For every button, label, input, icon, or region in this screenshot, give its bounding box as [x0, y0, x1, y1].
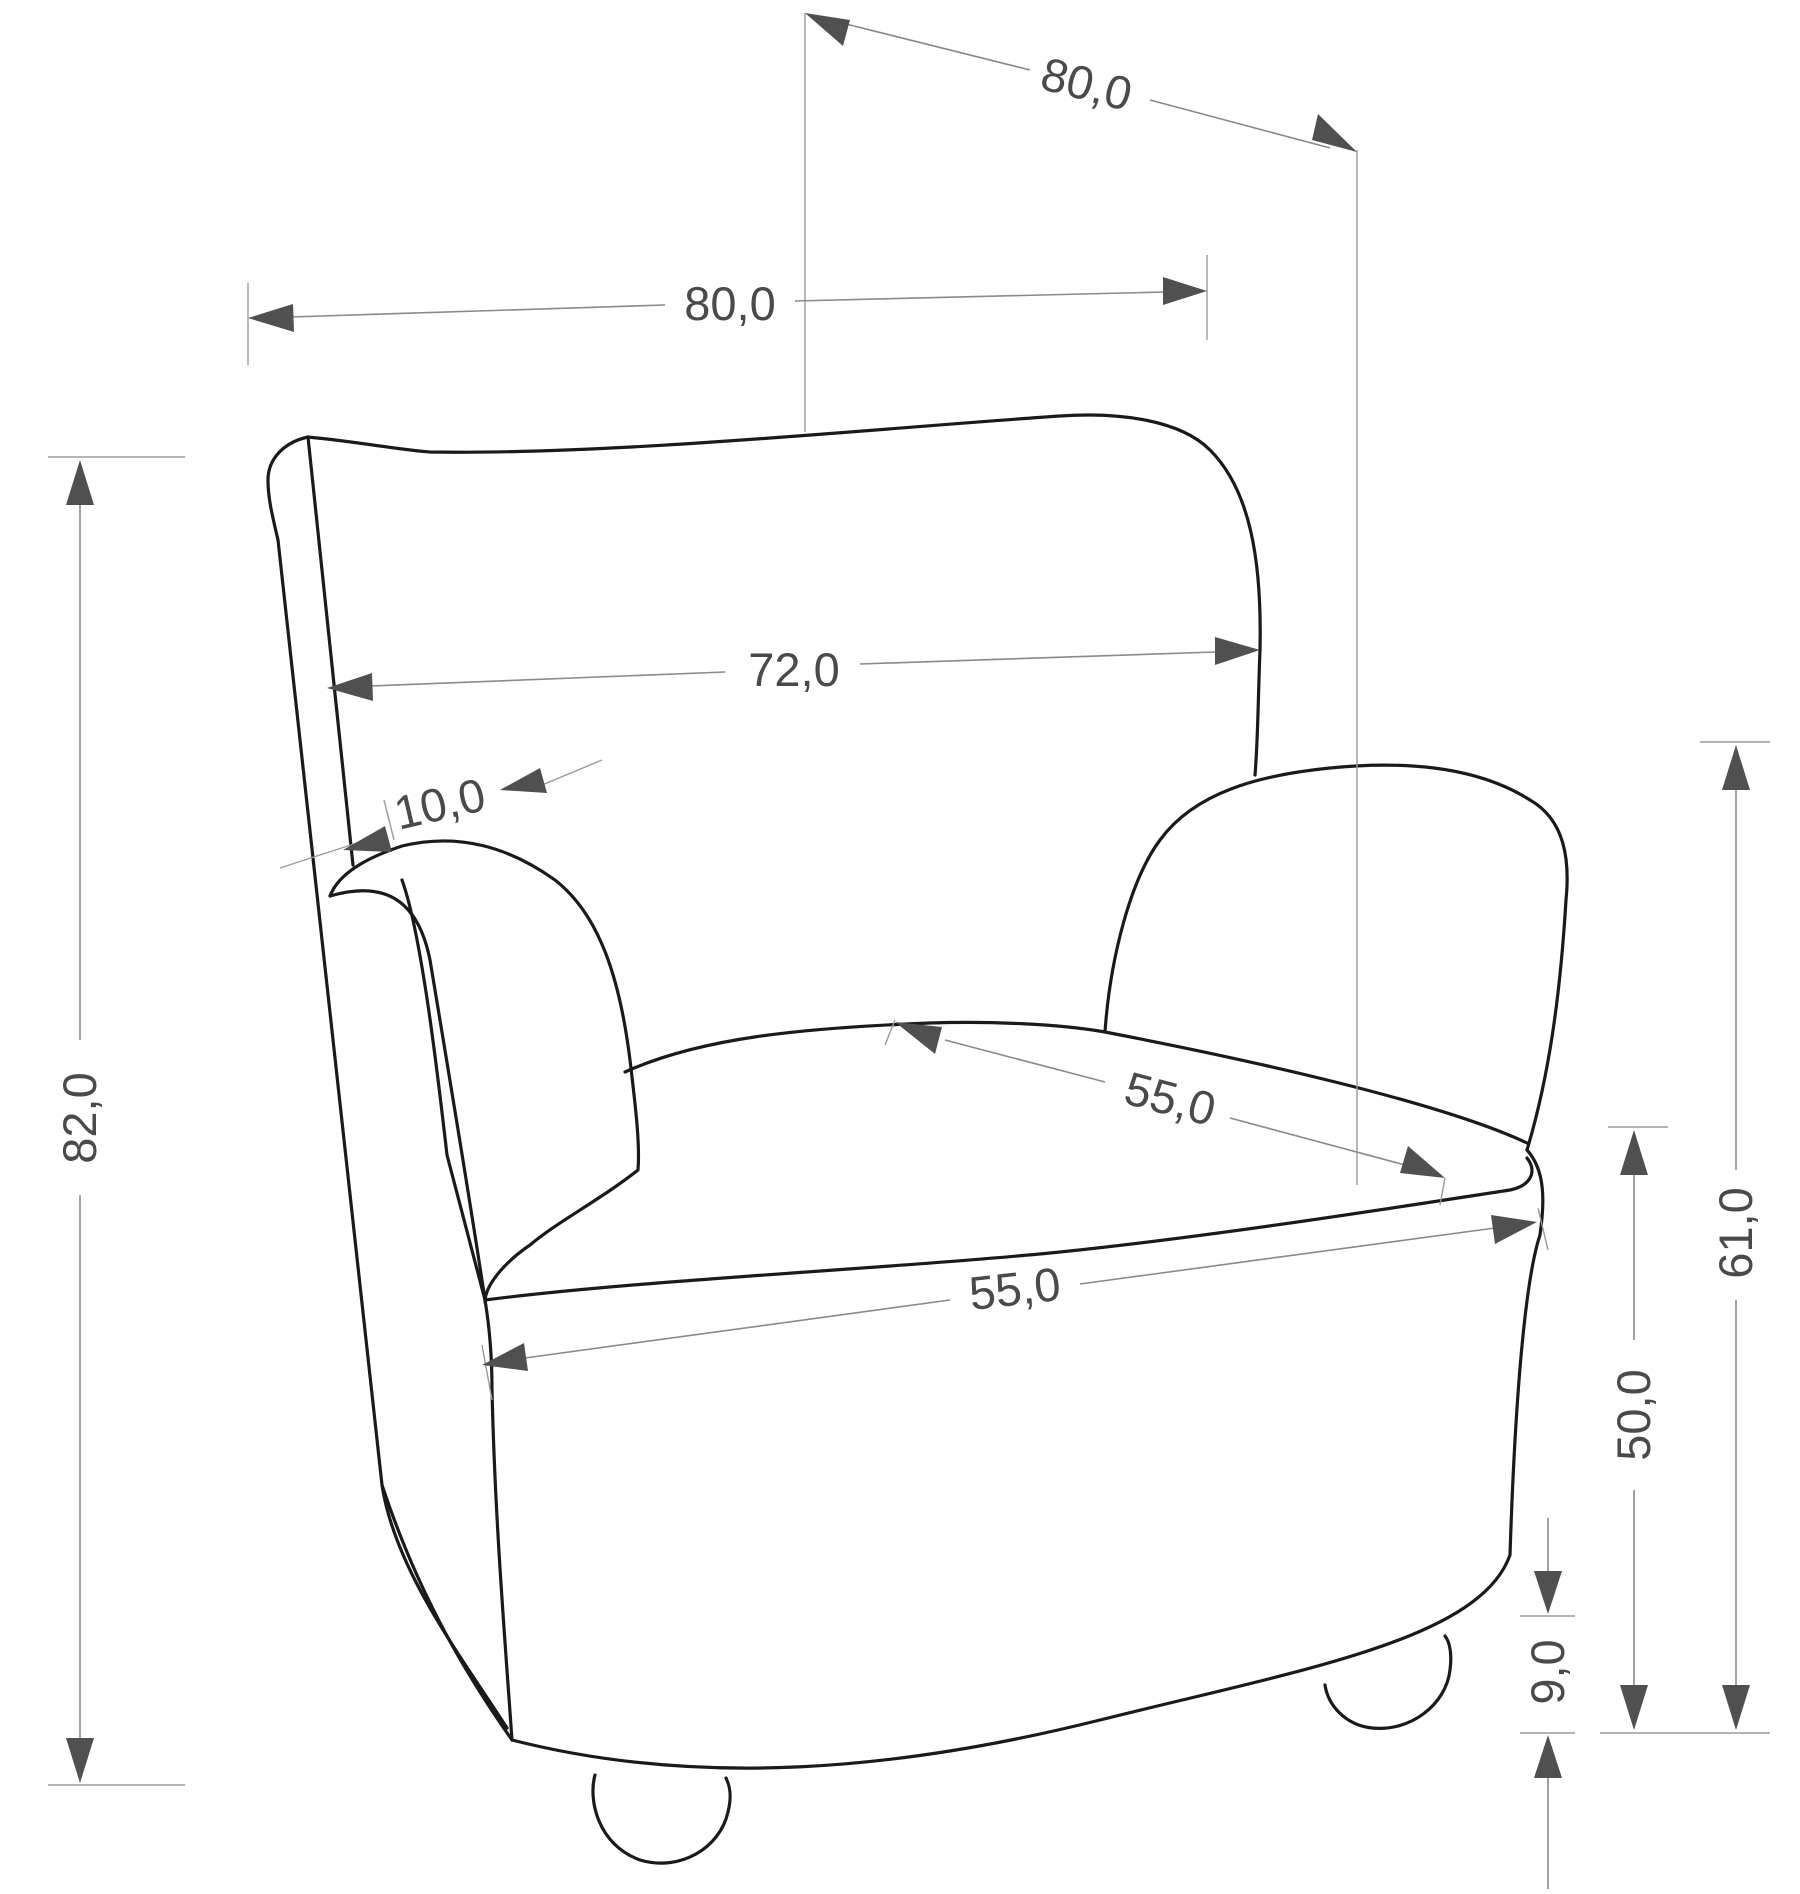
- seat-base-bottom-left: [380, 1483, 514, 1742]
- left-armrest-side: [400, 878, 487, 1302]
- dimension-height-total: 82,0: [48, 456, 185, 1786]
- label-seat-depth: 55,0: [1119, 1061, 1221, 1136]
- label-depth-total: 80,0: [1036, 47, 1138, 121]
- seat-cushion-front: [483, 1156, 1534, 1302]
- seat-base-front: [483, 1298, 514, 1742]
- dimension-seat-depth: 55,0: [884, 1019, 1446, 1206]
- right-armrest: [1103, 763, 1569, 1152]
- label-width-total: 80,0: [684, 277, 775, 330]
- armchair-outline: [266, 413, 1569, 1865]
- label-seat-height: 50,0: [1607, 1369, 1660, 1460]
- dimension-width-total: 80,0: [247, 255, 1208, 365]
- left-armrest: [328, 839, 641, 1304]
- label-backrest-width: 72,0: [748, 643, 839, 696]
- front-right-foot: [1323, 1634, 1453, 1730]
- backrest-left-outer: [266, 435, 509, 1730]
- front-left-foot: [591, 1773, 732, 1865]
- dimension-depth-total: 80,0: [804, 13, 1358, 1185]
- backrest-top-edge: [306, 413, 1262, 777]
- seat-cushion-top: [623, 1020, 1529, 1145]
- dimension-armrest-height: 61,0: [1700, 741, 1770, 1734]
- seat-base-right: [510, 1148, 1545, 1770]
- label-armrest-height: 61,0: [1709, 1187, 1762, 1278]
- label-armrest-thickness: 10,0: [389, 767, 490, 839]
- dimension-seat-height: 50,0: [1600, 1126, 1700, 1734]
- dimension-backrest-width: 72,0: [327, 637, 1260, 701]
- left-armrest-front: [328, 889, 487, 1302]
- dimension-leg-height: 9,0: [1520, 1518, 1575, 1889]
- backrest-left-inner: [306, 435, 355, 867]
- label-leg-height: 9,0: [1521, 1639, 1574, 1704]
- label-height-total: 82,0: [53, 1072, 106, 1163]
- dimension-armrest-thickness: 10,0: [279, 759, 603, 869]
- label-seat-width: 55,0: [966, 1257, 1063, 1320]
- dimension-seat-width: 55,0: [481, 1207, 1549, 1401]
